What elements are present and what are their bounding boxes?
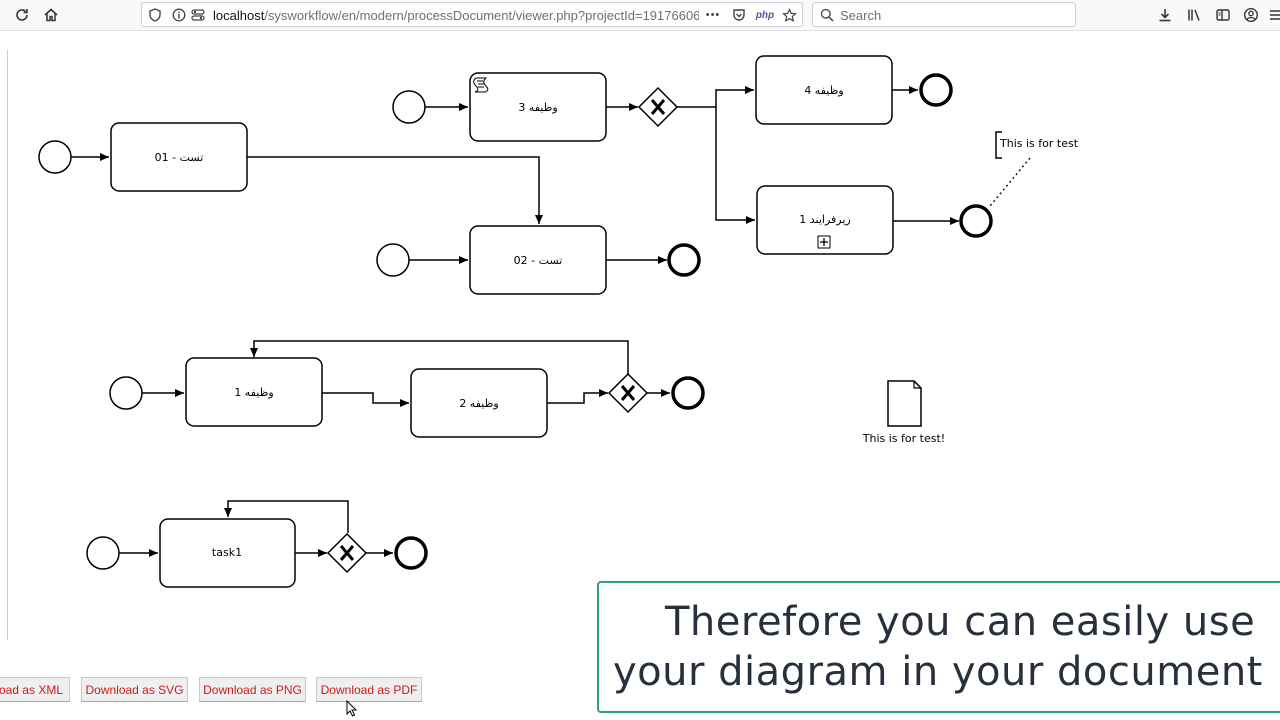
- address-bar[interactable]: localhost/sysworkflow/en/modern/processD…: [141, 2, 803, 27]
- sequence-flow[interactable]: [224, 500, 349, 533]
- account-icon[interactable]: [1240, 4, 1262, 26]
- downloads-icon[interactable]: [1154, 4, 1176, 26]
- download-png-label: Download as PNG: [203, 682, 302, 697]
- pocket-icon[interactable]: [730, 6, 748, 24]
- task-1-label: وظیفه 1: [234, 386, 273, 399]
- task-task1-label: task1: [212, 546, 242, 559]
- bpmn-diagram: تست - 01 تست - 02 وظیفه 3 وظیفه 4 زیرفرا…: [38, 55, 1079, 588]
- task-task1[interactable]: [159, 518, 296, 588]
- end-event[interactable]: [671, 376, 705, 410]
- sequence-flow[interactable]: [250, 340, 629, 374]
- permissions-icon[interactable]: [189, 6, 207, 24]
- task-2-label: وظیفه 2: [459, 397, 498, 410]
- association[interactable]: [989, 157, 1031, 207]
- download-xml-label: Download as XML: [0, 682, 63, 697]
- start-event[interactable]: [392, 90, 426, 124]
- task-4-label: وظیفه 4: [804, 84, 843, 97]
- download-xml-button[interactable]: Download as XML: [0, 677, 70, 702]
- end-event[interactable]: [394, 536, 428, 570]
- download-pdf-label: Download as PDF: [320, 682, 418, 697]
- sequence-flow[interactable]: [322, 392, 409, 407]
- download-svg-label: Download as SVG: [85, 682, 184, 697]
- task-3[interactable]: [469, 72, 607, 142]
- php-extension-icon[interactable]: php: [754, 6, 776, 24]
- download-svg-button[interactable]: Download as SVG: [81, 677, 188, 702]
- menu-icon[interactable]: [1264, 4, 1280, 26]
- home-icon[interactable]: [40, 4, 62, 26]
- task-test-01-label: تست - 01: [155, 151, 204, 164]
- sequence-flow[interactable]: [677, 86, 754, 108]
- end-event[interactable]: [959, 204, 993, 238]
- search-icon: [818, 6, 836, 24]
- task-test-02-label: تست - 02: [514, 254, 563, 267]
- url-path: /sysworkflow/en/modern/processDocument/v…: [264, 8, 699, 23]
- mouse-cursor-icon: [346, 700, 358, 717]
- start-event[interactable]: [38, 140, 72, 174]
- subprocess-1-label: زیرفرایند 1: [799, 213, 850, 226]
- data-object-icon[interactable]: [887, 380, 922, 427]
- sequence-flow[interactable]: [715, 107, 755, 224]
- end-event[interactable]: [667, 243, 701, 277]
- exclusive-gateway[interactable]: [326, 532, 368, 574]
- task-test-01[interactable]: [110, 122, 248, 192]
- expand-subprocess-icon[interactable]: [817, 235, 831, 249]
- text-annotation: This is for test: [999, 137, 1079, 150]
- php-badge: php: [755, 9, 775, 21]
- browser-toolbar: localhost/sysworkflow/en/modern/processD…: [0, 0, 1280, 31]
- reload-icon[interactable]: [11, 4, 33, 26]
- caption-line-2: your diagram in your document: [613, 649, 1263, 695]
- bookmark-star-icon[interactable]: [780, 6, 798, 24]
- end-event[interactable]: [919, 73, 953, 107]
- url-text[interactable]: localhost/sysworkflow/en/modern/processD…: [213, 8, 699, 23]
- sidebar-icon[interactable]: [1212, 4, 1234, 26]
- task-2[interactable]: [410, 368, 548, 438]
- page-actions-menu-icon[interactable]: •••: [704, 6, 722, 24]
- script-task-icon: [473, 77, 489, 93]
- sequence-flow[interactable]: [547, 389, 608, 404]
- sequence-flow[interactable]: [247, 156, 543, 224]
- download-png-button[interactable]: Download as PNG: [199, 677, 306, 702]
- more-label: •••: [705, 9, 721, 21]
- exclusive-gateway[interactable]: [637, 86, 679, 128]
- task-4[interactable]: [755, 55, 893, 125]
- search-placeholder: Search: [840, 8, 882, 23]
- url-host: localhost: [213, 8, 265, 23]
- start-event[interactable]: [86, 536, 120, 570]
- info-icon[interactable]: [170, 6, 188, 24]
- data-object-label: This is for test!: [862, 432, 945, 445]
- library-icon[interactable]: [1183, 4, 1205, 26]
- exclusive-gateway[interactable]: [607, 372, 649, 414]
- download-pdf-button[interactable]: Download as PDF: [316, 677, 422, 702]
- text-annotation-bracket[interactable]: [995, 131, 1002, 159]
- task-3-label: وظیفه 3: [518, 101, 557, 114]
- caption-overlay: Therefore you can easily use your diagra…: [597, 581, 1280, 713]
- task-1[interactable]: [185, 357, 323, 427]
- search-box[interactable]: Search: [812, 2, 1076, 27]
- caption-line-1: Therefore you can easily use: [665, 599, 1256, 645]
- task-test-02[interactable]: [469, 225, 607, 295]
- start-event[interactable]: [376, 243, 410, 277]
- subprocess-1[interactable]: [756, 185, 894, 255]
- shield-icon[interactable]: [146, 6, 164, 24]
- start-event[interactable]: [109, 376, 143, 410]
- canvas-left-border: [0, 50, 8, 640]
